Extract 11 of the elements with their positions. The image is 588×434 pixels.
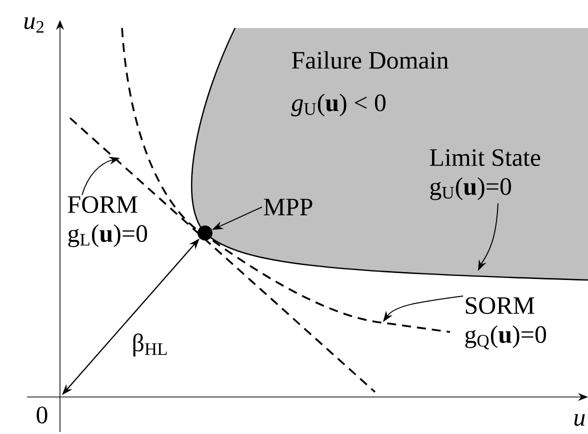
axis-label: u$_{2}$ xyxy=(24,17,44,33)
callout-text: Limit State g$_{U}$(u)=0 xyxy=(430,149,540,200)
edge-label: β$_{HL}$ xyxy=(133,334,167,356)
callout-text: MPP xyxy=(264,198,312,216)
axis-label: 0 xyxy=(36,406,48,424)
point-marker xyxy=(198,226,212,240)
region-label: g$_{U}$(u) < 0 xyxy=(291,94,386,116)
region-label: Failure Domain xyxy=(292,51,448,69)
callout-text: FORM g$_{L}$(u)=0 xyxy=(68,196,148,248)
axis-label: u xyxy=(574,414,585,426)
callout-text: SORM g$_{Q}$(u)=0 xyxy=(465,297,546,350)
